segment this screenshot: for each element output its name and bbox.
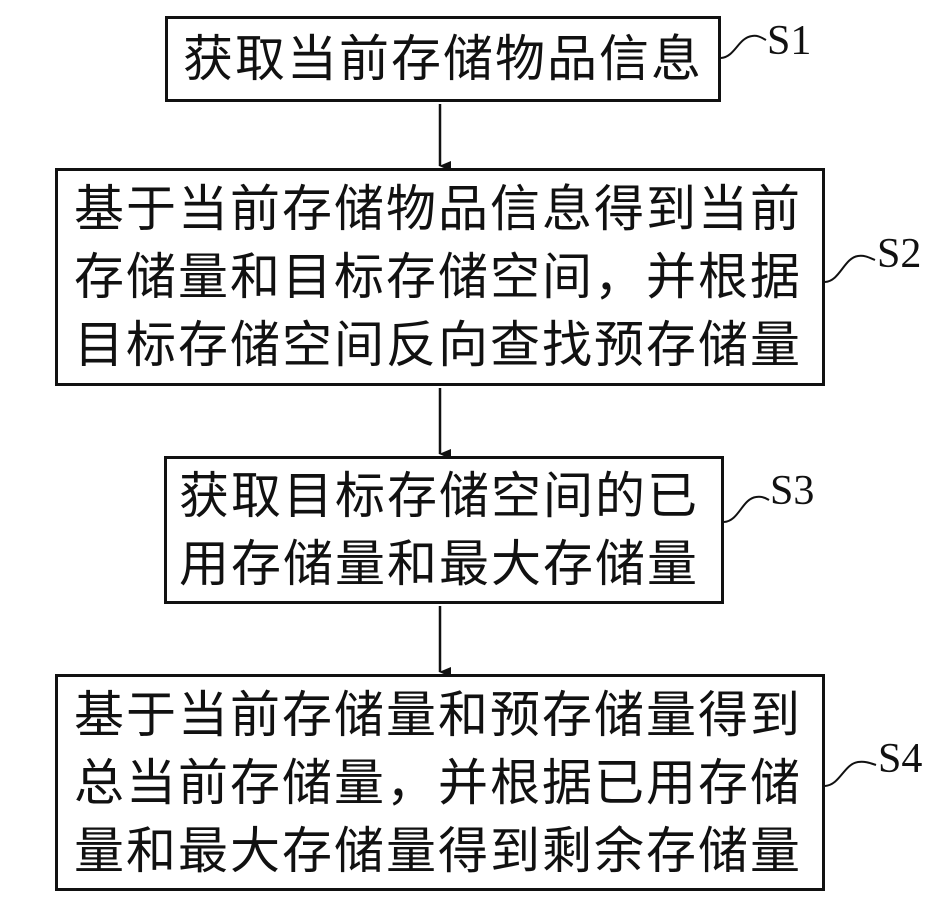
step-s2-line-3: 目标存储空间反向查找预存储量: [74, 311, 802, 379]
step-box-s1: 获取当前存储物品信息: [165, 16, 721, 102]
step-s4-line-3: 量和最大存储量得到剩余存储量: [74, 817, 802, 885]
step-s3-line-2: 用存储量和最大存储量: [179, 530, 699, 598]
step-box-s3: 获取目标存储空间的已 用存储量和最大存储量: [164, 456, 724, 604]
step-tag-s3: S3: [770, 470, 814, 512]
step-s4-line-1: 基于当前存储量和预存储量得到: [74, 681, 802, 749]
step-tag-s2: S2: [877, 233, 921, 275]
step-s4-line-2: 总当前存储量，并根据已用存储: [74, 749, 802, 817]
step-box-s4: 基于当前存储量和预存储量得到 总当前存储量，并根据已用存储 量和最大存储量得到剩…: [55, 674, 825, 891]
step-s3-line-1: 获取目标存储空间的已: [179, 462, 699, 530]
leader-line-s4: [825, 762, 876, 786]
step-box-s2: 基于当前存储物品信息得到当前 存储量和目标存储空间，并根据 目标存储空间反向查找…: [55, 168, 825, 386]
leader-line-s2: [825, 256, 875, 282]
leader-line-s3: [724, 497, 769, 522]
leader-line-s1: [721, 36, 766, 58]
step-s1-line-1: 获取当前存储物品信息: [183, 25, 703, 93]
step-tag-s1: S1: [767, 20, 811, 62]
step-tag-s4: S4: [878, 738, 922, 780]
step-s2-line-1: 基于当前存储物品信息得到当前: [74, 175, 802, 243]
step-s2-line-2: 存储量和目标存储空间，并根据: [74, 243, 802, 311]
